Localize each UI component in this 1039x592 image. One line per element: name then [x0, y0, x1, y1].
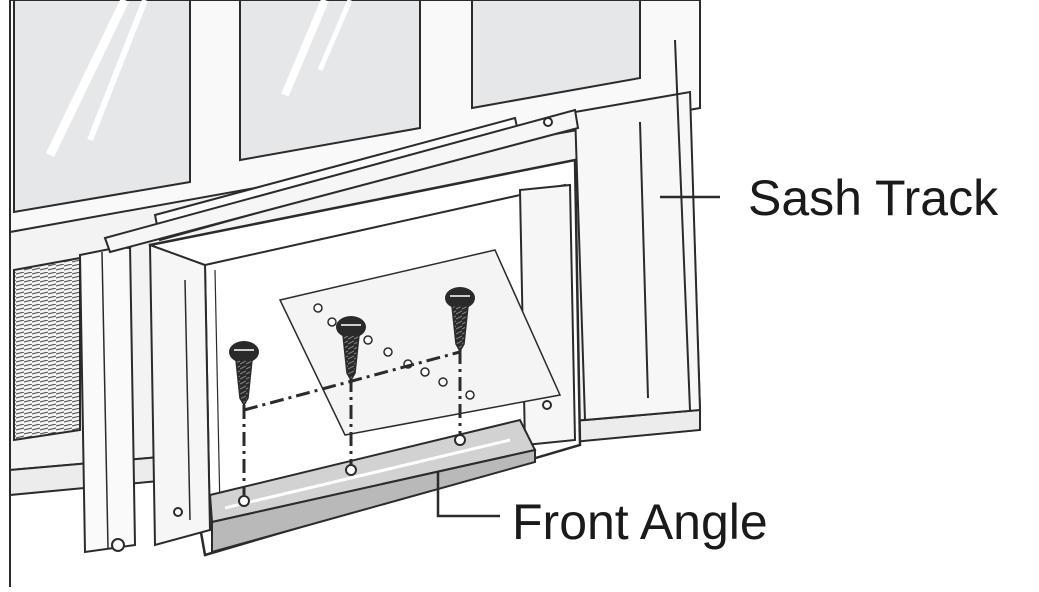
screw-hole: [455, 435, 465, 445]
front-angle-label: Front Angle: [512, 497, 768, 547]
screw-hole: [346, 465, 356, 475]
side-panel: [80, 240, 135, 552]
sash-track-label: Sash Track: [748, 173, 998, 223]
screw-hole: [239, 496, 249, 506]
